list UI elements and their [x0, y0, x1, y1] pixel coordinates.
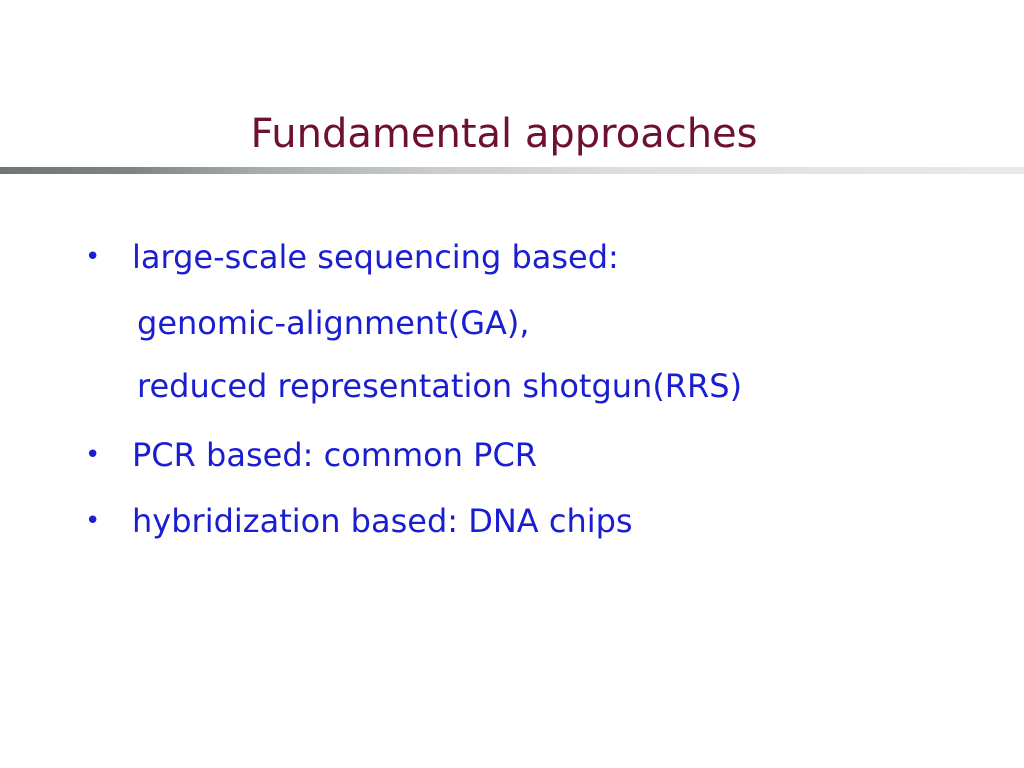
- bullet-marker: •: [85, 440, 101, 470]
- slide-title: Fundamental approaches: [250, 111, 758, 157]
- bullet-text: PCR based: common PCR: [132, 436, 538, 474]
- sub-line-text: reduced representation shotgun(RRS): [137, 367, 743, 405]
- title-underline-rule: [0, 167, 1024, 174]
- bullet-marker: •: [85, 506, 101, 536]
- bullet-text: large-scale sequencing based:: [132, 238, 619, 276]
- bullet-text: hybridization based: DNA chips: [132, 502, 633, 540]
- sub-line-text: genomic-alignment(GA),: [137, 304, 530, 342]
- bullet-marker: •: [85, 242, 101, 272]
